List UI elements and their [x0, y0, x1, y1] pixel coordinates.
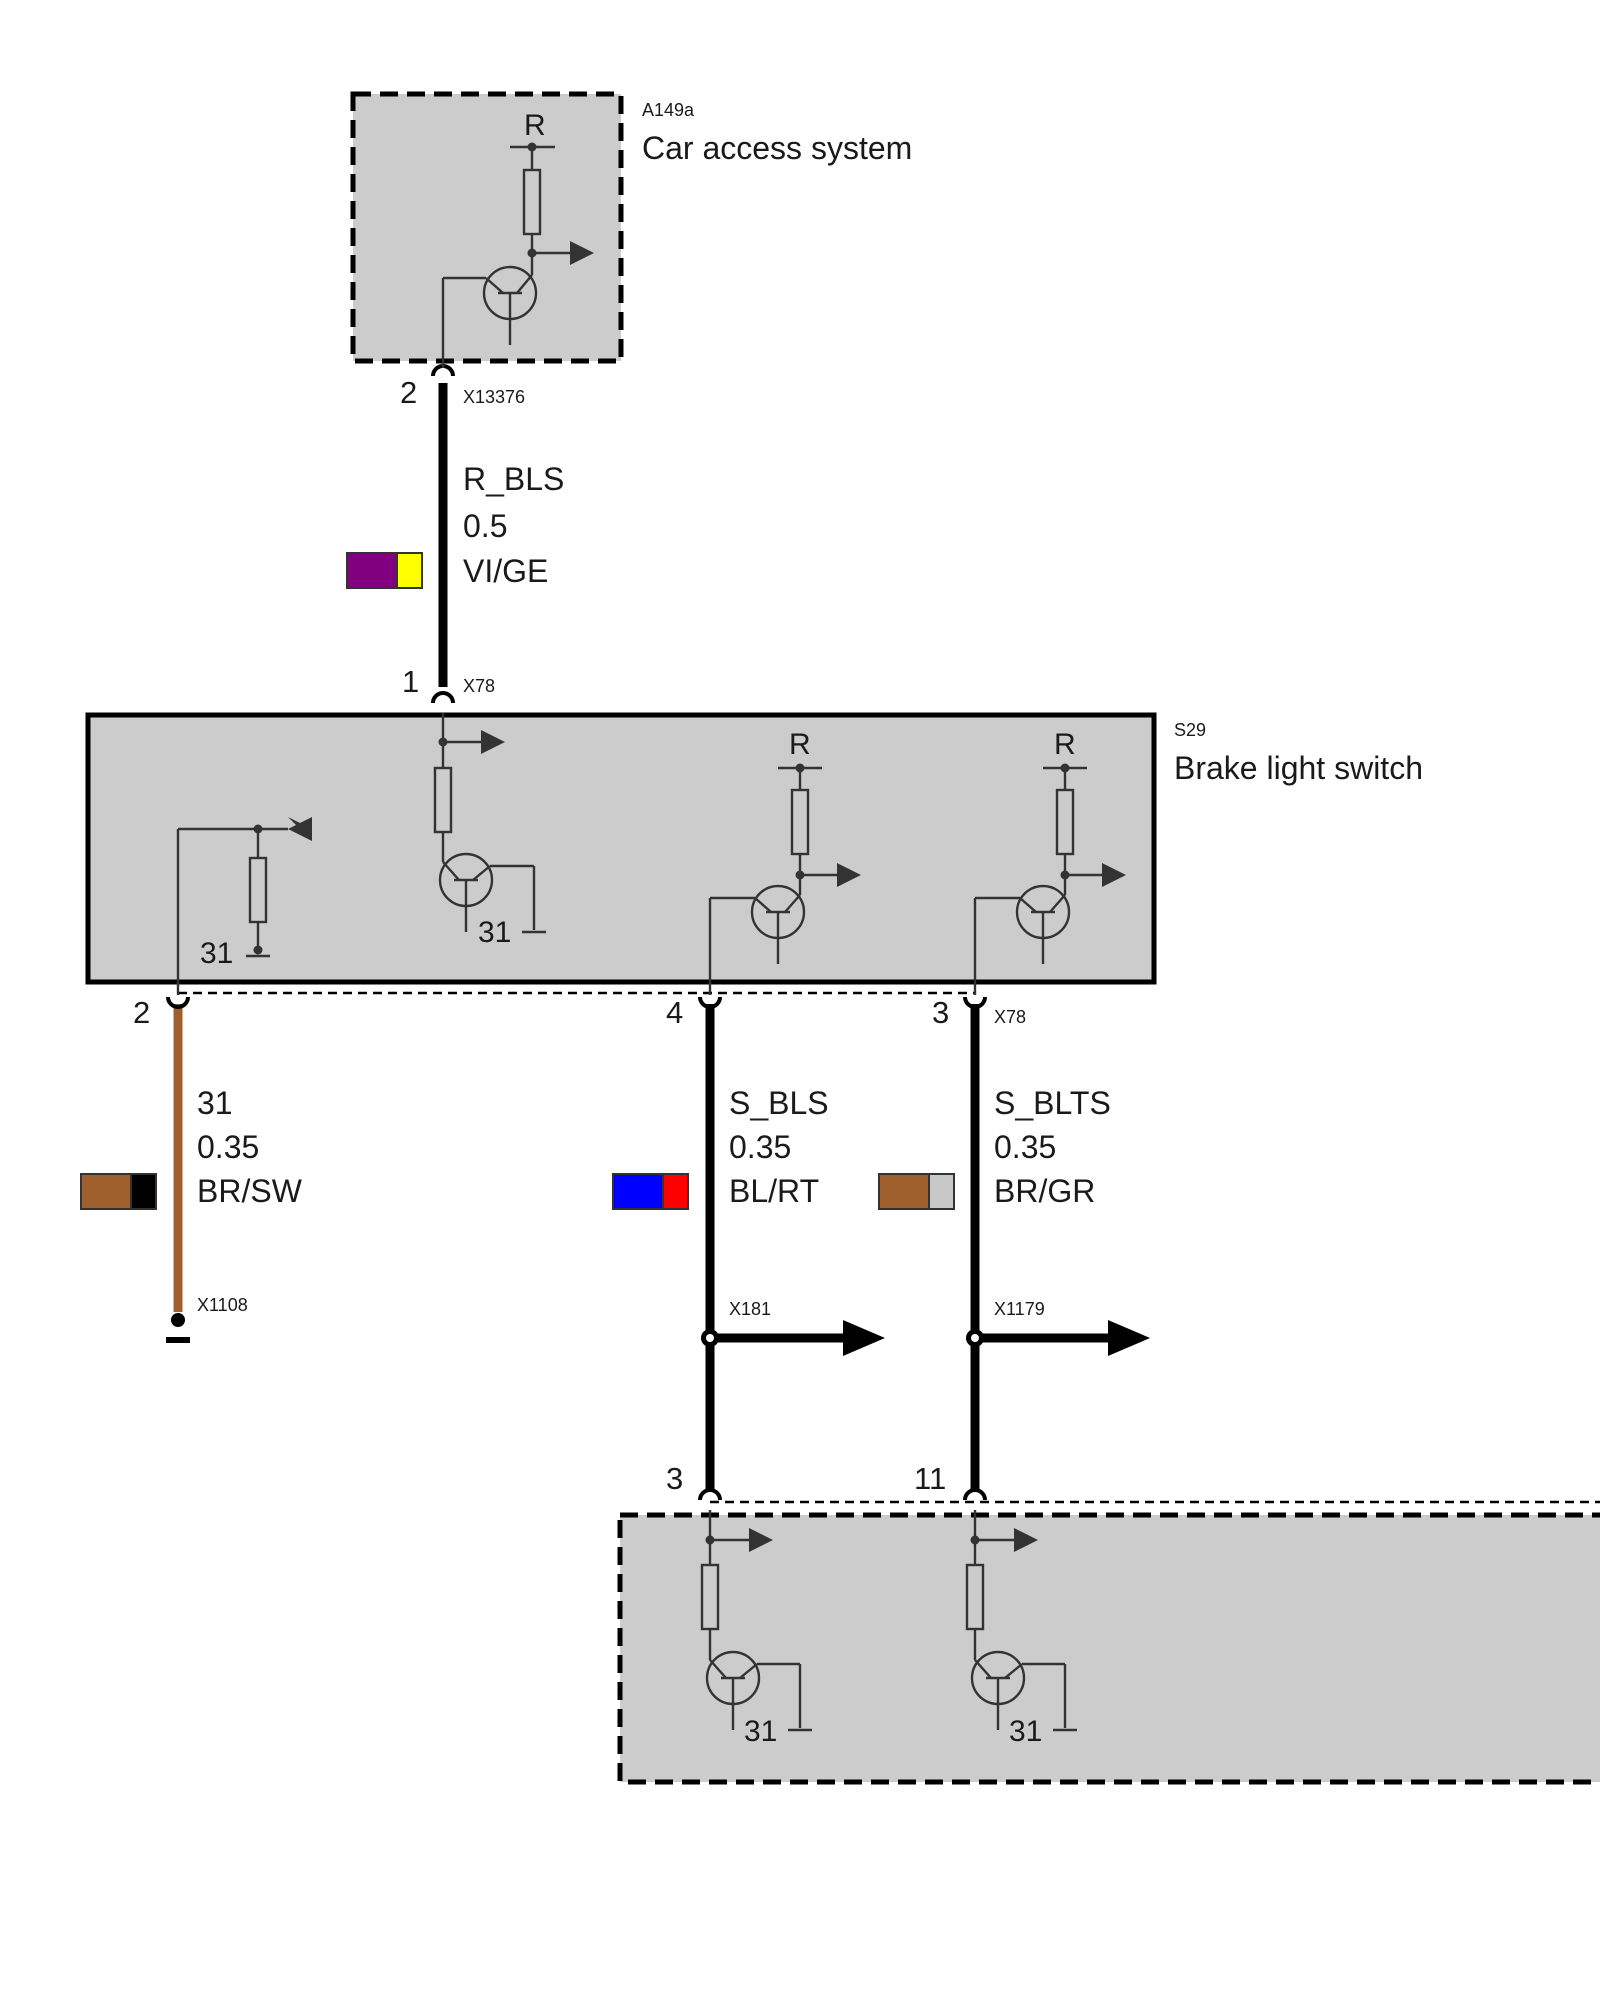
- brake-switch-ground-stage: [176, 817, 312, 995]
- swatch-vi-ge-color-1: [346, 552, 398, 589]
- x78-top-pin-number: 1: [402, 664, 419, 699]
- x78-bottom-pin-bls: 4: [666, 995, 683, 1030]
- splice-x1179-center: [971, 1334, 979, 1342]
- wire-s-bls-signal: S_BLS: [729, 1085, 829, 1121]
- x78-bottom-pin-ground: 2: [133, 995, 150, 1030]
- lower-pin-blts: 11: [914, 1461, 946, 1496]
- pin-lower-3-icon: [698, 1488, 722, 1501]
- color-swatch-vi-ge: [346, 552, 423, 589]
- car-access-supply-label: R: [524, 109, 546, 142]
- brake-switch-id: S29: [1174, 720, 1206, 740]
- brake-switch-ground-label-2: 31: [478, 916, 511, 949]
- color-swatch-br-sw: [80, 1173, 157, 1210]
- swatch-bl-rt-color-1: [612, 1173, 664, 1210]
- pin-x78-2-icon: [166, 996, 190, 1009]
- branch-x181-arrow-icon: [843, 1320, 885, 1356]
- wire-ground-gauge: 0.35: [197, 1129, 259, 1165]
- x78-bottom-id: X78: [994, 1007, 1026, 1027]
- lower-unit-ground-label-2: 31: [1009, 1715, 1042, 1748]
- brake-switch-output-stage-bls: [708, 763, 861, 995]
- x78-bottom-pin-blts: 3: [932, 995, 949, 1030]
- lower-unit-input-stage-1: [700, 1510, 812, 1732]
- brake-switch-output-stage-blts: [973, 763, 1126, 995]
- wire-r-bls-color-code: VI/GE: [463, 553, 548, 589]
- lower-pin-bls: 3: [666, 1461, 683, 1496]
- branch-x1179-arrow-icon: [1108, 1320, 1150, 1356]
- swatch-br-sw-color-1: [80, 1173, 132, 1210]
- x1179-id: X1179: [994, 1299, 1045, 1319]
- x1108-id: X1108: [197, 1295, 248, 1315]
- car-access-output-stage: [441, 142, 594, 368]
- brake-switch-supply-label-2: R: [1054, 728, 1076, 761]
- lower-unit-ground-label-1: 31: [744, 1715, 777, 1748]
- color-swatch-br-gr: [878, 1173, 955, 1210]
- wire-r-bls-gauge: 0.5: [463, 508, 507, 544]
- ground-terminal-x1108-icon: [171, 1313, 185, 1327]
- car-access-name: Car access system: [642, 130, 912, 166]
- brake-switch-ground-label-1: 31: [200, 937, 233, 970]
- lower-control-unit-box[interactable]: [617, 1512, 1600, 1785]
- pin-x78-1-icon: [431, 691, 455, 704]
- swatch-br-gr-color-2: [928, 1173, 955, 1210]
- brake-light-switch-box[interactable]: [85, 712, 1157, 985]
- car-access-id: A149a: [642, 100, 695, 120]
- pin-lower-11-icon: [963, 1488, 987, 1501]
- wire-s-blts-color-code: BR/GR: [994, 1173, 1095, 1209]
- lower-unit-input-stage-2: [965, 1510, 1077, 1732]
- x13376-id: X13376: [463, 387, 525, 407]
- swatch-br-gr-color-1: [878, 1173, 930, 1210]
- wire-s-blts-gauge: 0.35: [994, 1129, 1056, 1165]
- wire-s-blts-signal: S_BLTS: [994, 1085, 1111, 1121]
- brake-switch-supply-label-1: R: [789, 728, 811, 761]
- wire-s-bls-color-code: BL/RT: [729, 1173, 819, 1209]
- swatch-bl-rt-color-2: [662, 1173, 689, 1210]
- x181-id: X181: [729, 1299, 771, 1319]
- wire-ground-color-code: BR/SW: [197, 1173, 303, 1209]
- color-swatch-bl-rt: [612, 1173, 689, 1210]
- brake-switch-input-stage: [433, 713, 546, 934]
- swatch-vi-ge-color-2: [396, 552, 423, 589]
- pin-x78-3-icon: [963, 996, 987, 1009]
- splice-x181-center: [706, 1334, 714, 1342]
- car-access-system-box[interactable]: [350, 91, 624, 364]
- x78-top-id: X78: [463, 676, 495, 696]
- wire-r-bls-signal: R_BLS: [463, 461, 564, 497]
- pin-x78-4-icon: [698, 996, 722, 1009]
- wire-s-bls-gauge: 0.35: [729, 1129, 791, 1165]
- wire-ground-signal: 31: [197, 1085, 233, 1121]
- swatch-br-sw-color-2: [130, 1173, 157, 1210]
- x13376-pin-number: 2: [400, 375, 417, 410]
- brake-switch-name: Brake light switch: [1174, 750, 1423, 786]
